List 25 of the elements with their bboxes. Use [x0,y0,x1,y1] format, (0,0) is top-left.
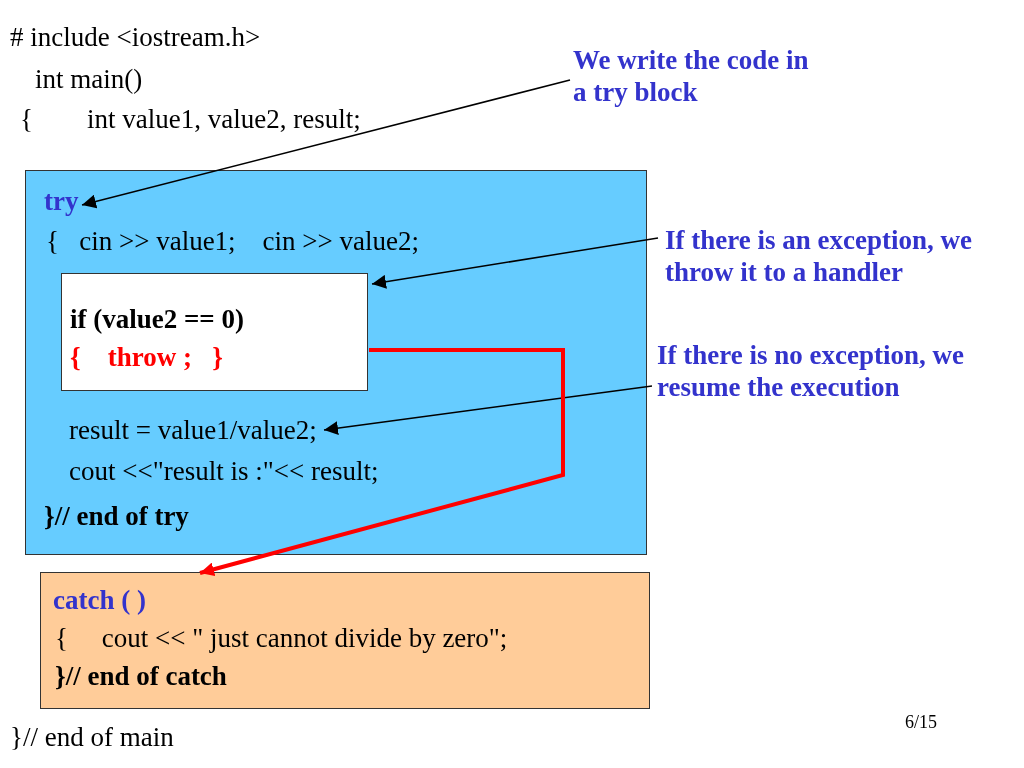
leader-line [371,237,659,289]
code-line: result = value1/value2; [69,414,317,447]
code-line: if (value2 == 0) [70,304,244,336]
callout-text: If there is an exception, we throw it to a handler [665,224,995,289]
code-line: }// end of try [44,501,189,533]
catch-block-box [40,572,650,709]
leader-line [323,385,653,436]
code-line: int main() [35,64,143,96]
code-line: catch ( ) [53,585,146,617]
code-line: # include <iostream.h> [10,22,261,54]
leader-line [81,79,571,209]
callout-text: If there is no exception, we resume the execution [657,339,992,404]
page-number: 6/15 [905,712,937,733]
code-line: }// end of catch [55,661,227,693]
code-line: { throw ; } [70,342,223,374]
code-line: { cin >> value1; cin >> value2; [46,226,420,258]
keyword-text: try [44,185,79,218]
code-line: }// end of main [10,722,174,754]
code-line: { int value1, value2, result; [20,104,361,136]
code-line: { cout << " just cannot divide by zero"; [55,623,508,655]
try-block-box [25,170,647,555]
if-block-box [61,273,368,391]
flow-arrow [199,348,565,577]
callout-text: We write the code in a try block [573,44,823,109]
code-line: cout <<"result is :"<< result; [69,456,379,488]
